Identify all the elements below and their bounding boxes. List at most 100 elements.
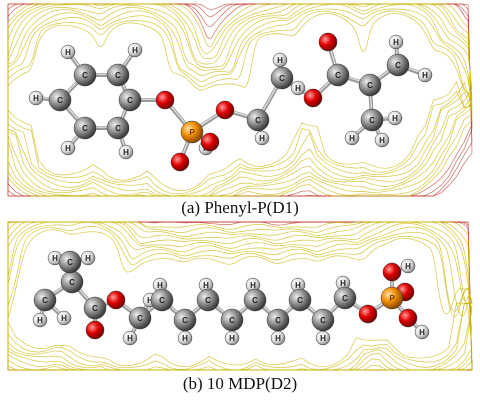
atom-label: H — [85, 254, 91, 263]
oxygen-sphere — [155, 90, 175, 110]
carbon-sphere — [266, 308, 290, 332]
atom-label: H — [340, 279, 346, 288]
hydrogen-atom: H — [122, 330, 138, 346]
carbon-atom: C — [311, 308, 335, 332]
contour-line — [7, 10, 473, 195]
hydrogen-sphere — [28, 90, 44, 106]
hydrogen-sphere — [122, 330, 138, 346]
atom-label: H — [320, 334, 326, 343]
atom-label: H — [182, 334, 188, 343]
oxygen-sphere — [318, 32, 338, 52]
atom-label: C — [335, 71, 341, 80]
carbon-sphere — [358, 73, 382, 97]
atom-label: H — [349, 134, 355, 143]
contour-line — [7, 3, 473, 197]
hydrogen-atom: H — [56, 310, 72, 326]
atom-label: H — [157, 281, 163, 290]
oxygen-atom — [106, 290, 126, 310]
atom-label: H — [229, 334, 235, 343]
caption-panel-b: (b) 10 MDP(D2) — [182, 374, 298, 393]
carbon-sphere — [128, 306, 152, 330]
hydrogen-atom: H — [374, 132, 390, 148]
contour-line — [7, 221, 473, 371]
carbon-sphere — [196, 288, 220, 312]
oxygen-atom — [398, 308, 418, 328]
atom-label: H — [422, 71, 428, 80]
atom-label: H — [259, 134, 265, 143]
contour-lines-panel-b — [7, 221, 473, 371]
contour-line — [7, 3, 473, 197]
atom-label: H — [250, 281, 256, 290]
carbon-sphere — [73, 116, 97, 140]
oxygen-sphere — [200, 132, 220, 152]
atom-label: P — [389, 294, 395, 303]
carbon-sphere — [173, 308, 197, 332]
hydrogen-atom: H — [80, 250, 96, 266]
carbon-atom: C — [220, 308, 244, 332]
atom-label: H — [203, 281, 209, 290]
hydrogen-sphere — [374, 132, 390, 148]
hydrogen-atom: H — [387, 110, 403, 126]
carbon-sphere — [333, 286, 357, 310]
carbon-sphere — [73, 63, 97, 87]
carbon-atom: C — [386, 53, 410, 77]
carbon-sphere — [150, 288, 174, 312]
atom-label: C — [252, 296, 258, 305]
hydrogen-atom: H — [254, 130, 270, 146]
atom-label: H — [123, 148, 129, 157]
contour-line — [7, 3, 473, 197]
carbon-atom: C — [246, 108, 270, 132]
atom-label: C — [127, 96, 133, 105]
carbon-sphere — [48, 88, 72, 112]
hydrogen-atom: H — [60, 44, 76, 60]
atom-label: C — [255, 116, 261, 125]
carbon-atom: C — [360, 108, 384, 132]
atom-label: C — [279, 74, 285, 83]
hydrogen-sphere — [56, 310, 72, 326]
hydrogen-sphere — [387, 110, 403, 126]
hydrogen-sphere — [60, 140, 76, 156]
carbon-atom: C — [266, 308, 290, 332]
carbon-atom: C — [106, 63, 130, 87]
atom-label: H — [275, 334, 281, 343]
oxygen-atom — [215, 100, 235, 120]
contour-line — [7, 229, 473, 368]
atom-label: H — [419, 328, 425, 337]
hydrogen-atom: H — [270, 330, 286, 346]
contour-line — [7, 8, 473, 197]
caption-panel-a: (a) Phenyl-P(D1) — [181, 198, 299, 217]
oxygen-atom — [382, 262, 402, 282]
carbon-atom: C — [326, 63, 350, 87]
atom-label: C — [82, 124, 88, 133]
carbon-sphere — [326, 63, 350, 87]
carbon-atom: C — [60, 270, 84, 294]
hydrogen-sphere — [414, 324, 430, 340]
atoms: HHHHHHHHHHHHHHCCCCCCCCCCCCPHHHHHHHHHHHHH… — [28, 32, 433, 346]
carbon-atom: C — [270, 66, 294, 90]
oxygen-atom — [303, 88, 323, 108]
carbon-sphere — [106, 63, 130, 87]
carbon-atom: C — [118, 88, 142, 112]
hydrogen-sphere — [254, 130, 270, 146]
phosphorus-sphere — [180, 120, 204, 144]
carbon-atom: C — [196, 288, 220, 312]
oxygen-sphere — [106, 290, 126, 310]
oxygen-sphere — [358, 304, 378, 324]
contour-line — [7, 3, 473, 197]
oxygen-atom — [200, 132, 220, 152]
atom-label: C — [369, 116, 375, 125]
carbon-atom: C — [48, 88, 72, 112]
hydrogen-atom: H — [272, 52, 288, 68]
carbon-atom: C — [243, 288, 267, 312]
carbon-sphere — [33, 288, 57, 312]
hydrogen-sphere — [80, 250, 96, 266]
hydrogen-atom: H — [32, 312, 48, 328]
hydrogen-atom: H — [315, 330, 331, 346]
oxygen-atom — [318, 32, 338, 52]
oxygen-atom — [85, 320, 105, 340]
atom-label: C — [395, 61, 401, 70]
contour-line — [7, 226, 473, 371]
hydrogen-sphere — [417, 67, 433, 83]
phosphorus-sphere — [380, 286, 404, 310]
